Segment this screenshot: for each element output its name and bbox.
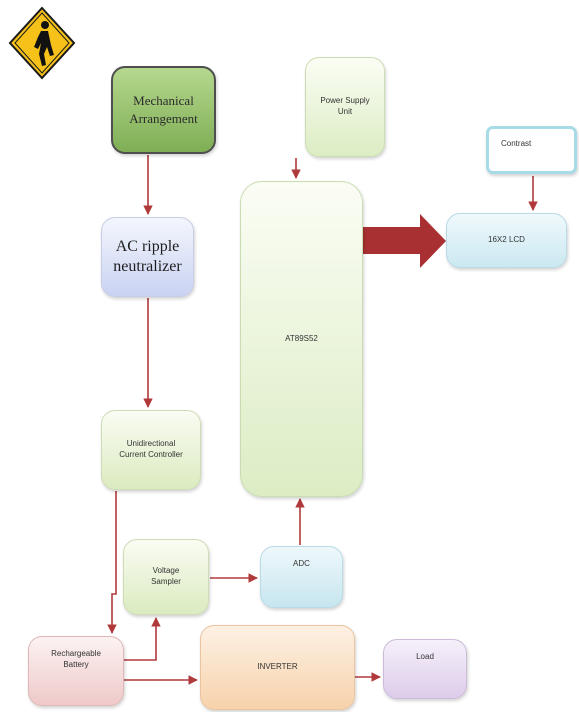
- power-supply-unit-label: Power Supply Unit: [320, 96, 370, 116]
- mechanical-arrangement-label: Mechanical Arrangement: [129, 93, 198, 126]
- inverter-label: INVERTER: [257, 662, 298, 672]
- load-label: Load: [416, 652, 434, 661]
- big-arrow-mcu-to-lcd: [363, 214, 446, 268]
- pedestrian-crossing-sign-icon: [8, 6, 76, 80]
- inverter-block: INVERTER: [200, 625, 355, 710]
- adc-label: ADC: [293, 559, 310, 568]
- arrow-ucc-to-battery: [107, 491, 117, 634]
- arrow-battery-to-sampler: [124, 617, 161, 661]
- load-block: Load: [383, 639, 467, 699]
- power-supply-unit-block: Power Supply Unit: [305, 57, 385, 157]
- voltage-sampler-block: Voltage Sampler: [123, 539, 209, 615]
- microcontroller-label: AT89S52: [285, 333, 318, 343]
- contrast-block: Contrast: [486, 126, 577, 174]
- voltage-sampler-label: Voltage Sampler: [151, 566, 181, 586]
- ac-ripple-neutralizer-block: AC ripple neutralizer: [101, 217, 194, 297]
- ac-ripple-neutralizer-label: AC ripple neutralizer: [113, 238, 182, 275]
- adc-block: ADC: [260, 546, 343, 608]
- rechargeable-battery-block: Rechargeable Battery: [28, 636, 124, 706]
- contrast-label: Contrast: [501, 139, 532, 148]
- unidirectional-current-controller-block: Unidirectional Current Controller: [101, 410, 201, 490]
- rechargeable-battery-label: Rechargeable Battery: [51, 649, 101, 669]
- lcd-display-label: 16X2 LCD: [488, 235, 525, 245]
- mechanical-arrangement-block: Mechanical Arrangement: [111, 66, 216, 154]
- unidirectional-current-controller-label: Unidirectional Current Controller: [119, 439, 183, 459]
- microcontroller-block: AT89S52: [240, 181, 363, 497]
- lcd-display-block: 16X2 LCD: [446, 213, 567, 268]
